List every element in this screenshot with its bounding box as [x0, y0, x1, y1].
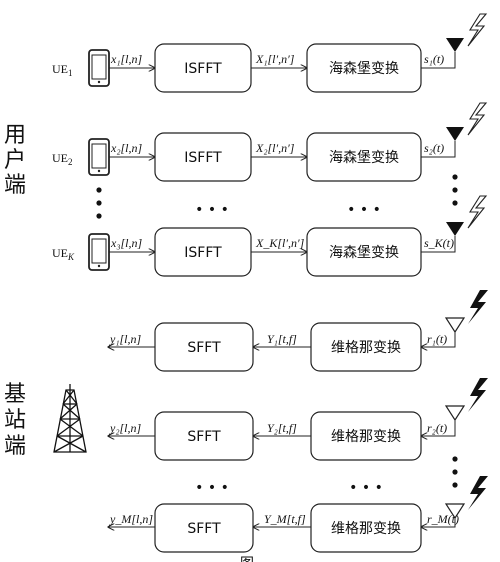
phone-icon — [88, 138, 110, 176]
tx-signal-label: s₂(t) — [424, 141, 444, 155]
downlink-ellipsis: • • • • • • — [195, 456, 458, 496]
base-side-label: 基 站 端 — [4, 382, 26, 459]
figure-caption-partial: 图 — [240, 556, 254, 562]
user-side-label: 用 户 端 — [4, 123, 26, 198]
antenna-icon — [446, 38, 464, 52]
lightning-icon — [467, 102, 488, 136]
antenna-icon — [446, 222, 464, 236]
ue-label: UE2 — [52, 151, 73, 167]
phone-icon — [88, 233, 110, 271]
ellipsis-isfft: • • • — [195, 202, 229, 218]
tf-rx-label: Y₁[t,f] — [267, 332, 297, 346]
input-signal-label: x₂[l,n] — [110, 141, 143, 155]
tx-signal-label: s₁(t) — [424, 52, 444, 66]
tf-signal-label: X₂[l′,n′] — [255, 141, 295, 155]
ellipsis-wigner: • • • — [349, 480, 383, 496]
ellipsis-heisenberg: • • • — [347, 202, 381, 218]
base-side-char-3: 端 — [4, 434, 26, 459]
rx-signal-label: r_M(t) — [427, 512, 459, 526]
isfft-label: ISFFT — [184, 61, 222, 77]
lightning-icon — [467, 195, 488, 229]
user-side-char-3: 端 — [4, 173, 26, 198]
tx-signal-label: s_K(t) — [424, 236, 454, 250]
uplink-ellipsis: • • • • • • — [96, 174, 458, 219]
antenna-icon — [444, 503, 466, 520]
rx-signal-label: r₂(t) — [427, 421, 447, 435]
tf-rx-label: Y_M[t,f] — [264, 512, 306, 526]
lightning-icon — [468, 476, 488, 510]
lightning-icon — [468, 378, 488, 412]
phone-icon — [88, 49, 110, 87]
wigner-label: 维格那变换 — [331, 339, 401, 356]
output-signal-label: y₁[l,n] — [109, 332, 142, 346]
wigner-block — [310, 503, 422, 553]
tf-signal-label: X₁[l′,n′] — [255, 52, 295, 66]
heisenberg-label: 海森堡变换 — [329, 60, 399, 77]
tower-icon — [53, 384, 87, 453]
downlink-row-1: r₁(t) 维格那变换 Y₁[t,f] SFFT y₁[l,n] — [108, 290, 488, 372]
heisenberg-label: 海森堡变换 — [329, 244, 399, 261]
sfft-label: SFFT — [187, 429, 221, 445]
sfft-label: SFFT — [187, 521, 221, 537]
sfft-label: SFFT — [187, 340, 221, 356]
isfft-label: ISFFT — [184, 245, 222, 261]
input-signal-label: x₁[l,n] — [110, 52, 143, 66]
output-signal-label: y₂[l,n] — [109, 421, 142, 435]
uplink-row-k: UEK x₃[l,n] ISFFT X_K[l′,n′] 海森堡变换 s_K(t… — [52, 195, 488, 277]
antenna-icon — [444, 405, 466, 422]
tf-signal-label: X_K[l′,n′] — [255, 236, 305, 250]
downlink-row-m: r_M(t) 维格那变换 Y_M[t,f] SFFT y_M[l,n] — [108, 476, 488, 553]
ue-label: UE1 — [52, 62, 73, 78]
uplink-row-2: UE2 x₂[l,n] ISFFT X₂[l′,n′] 海森堡变换 s₂(t) — [52, 102, 488, 182]
heisenberg-label: 海森堡变换 — [329, 149, 399, 166]
ue-label: UEK — [52, 246, 75, 262]
lightning-icon — [467, 13, 488, 47]
wigner-label: 维格那变换 — [331, 520, 401, 537]
uplink-row-1: UE1 x₁[l,n] ISFFT X₁[l′,n′] 海森堡变换 s₁(t) — [52, 13, 488, 93]
user-side-char-2: 户 — [4, 148, 26, 173]
base-side-char-2: 站 — [4, 408, 26, 433]
input-signal-label: x₃[l,n] — [110, 236, 143, 250]
base-side-char-1: 基 — [4, 382, 26, 407]
output-signal-label: y_M[l,n] — [109, 512, 153, 526]
wigner-label: 维格那变换 — [331, 428, 401, 445]
sfft-block — [154, 503, 254, 553]
downlink-row-2: r₂(t) 维格那变换 Y₂[t,f] SFFT y₂[l,n] — [108, 378, 488, 461]
lightning-icon — [468, 290, 488, 324]
isfft-label: ISFFT — [184, 150, 222, 166]
antenna-icon — [446, 127, 464, 141]
user-side-char-1: 用 — [4, 123, 26, 148]
antenna-icon — [444, 317, 466, 334]
ellipsis-sfft: • • • — [195, 480, 229, 496]
tf-rx-label: Y₂[t,f] — [267, 421, 297, 435]
rx-signal-label: r₁(t) — [427, 332, 447, 346]
